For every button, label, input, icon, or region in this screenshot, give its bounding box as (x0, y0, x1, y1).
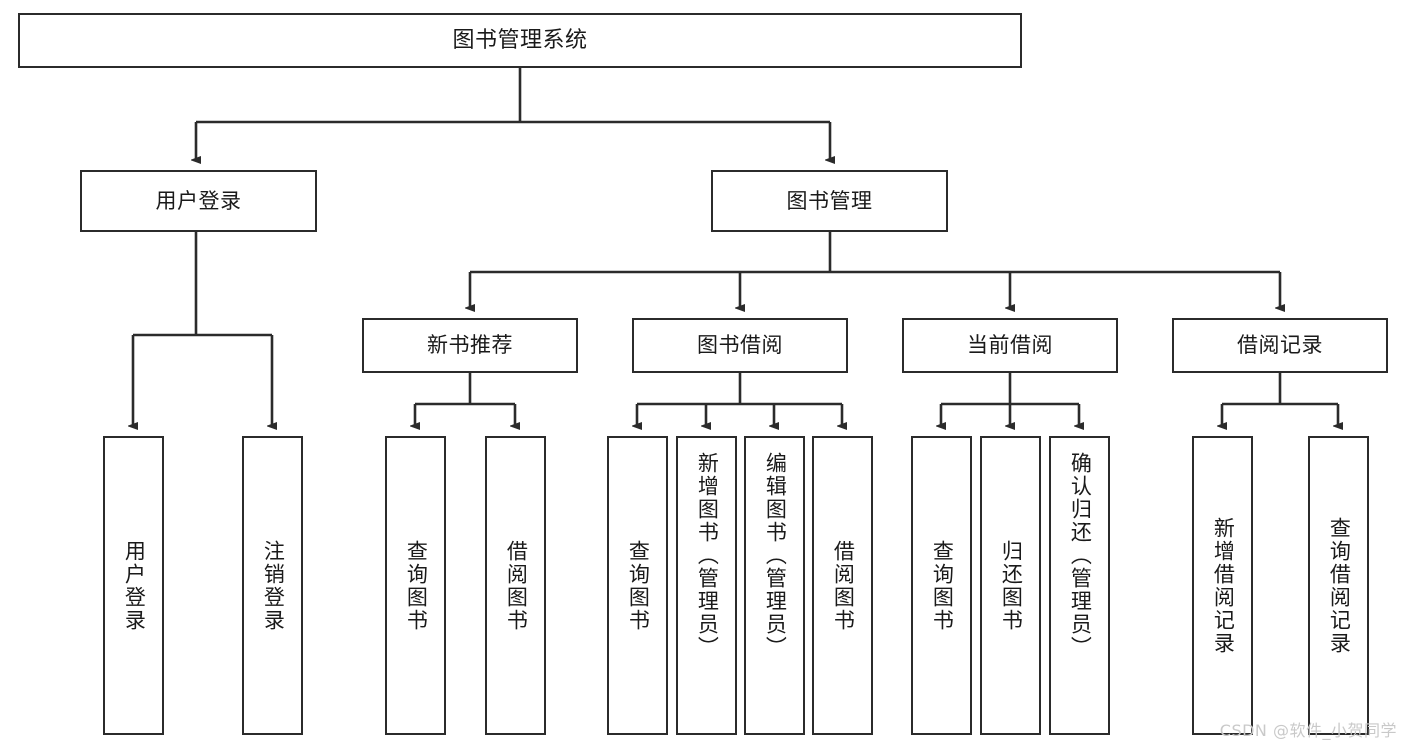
node-leaf-borrow-book-2[interactable]: 借阅图书 (812, 436, 873, 735)
node-label: 查询图书 (930, 539, 955, 632)
node-label: 查询借阅记录 (1327, 516, 1352, 655)
node-leaf-user-login[interactable]: 用户登录 (103, 436, 164, 735)
node-label: 新增图书（管理员） (695, 452, 720, 659)
node-leaf-query-book-1[interactable]: 查询图书 (385, 436, 446, 735)
node-label: 查询图书 (626, 539, 651, 632)
node-label: 用户登录 (122, 539, 147, 632)
node-leaf-confirm-return[interactable]: 确认归还（管理员） (1049, 436, 1110, 735)
node-label: 编辑图书（管理员） (763, 452, 788, 659)
node-label: 图书管理 (786, 188, 873, 213)
node-leaf-return-book[interactable]: 归还图书 (980, 436, 1041, 735)
node-leaf-query-record[interactable]: 查询借阅记录 (1308, 436, 1369, 735)
node-leaf-query-book-3[interactable]: 查询图书 (911, 436, 972, 735)
node-borrow-record[interactable]: 借阅记录 (1172, 318, 1388, 373)
node-label: 图书管理系统 (452, 27, 588, 53)
node-label: 借阅图书 (831, 539, 856, 632)
node-label: 借阅记录 (1237, 333, 1323, 358)
node-label: 借阅图书 (504, 539, 529, 632)
node-current-borrow[interactable]: 当前借阅 (902, 318, 1118, 373)
node-leaf-query-book-2[interactable]: 查询图书 (607, 436, 668, 735)
node-leaf-add-record[interactable]: 新增借阅记录 (1192, 436, 1253, 735)
node-new-book-rec[interactable]: 新书推荐 (362, 318, 578, 373)
node-leaf-edit-book[interactable]: 编辑图书（管理员） (744, 436, 805, 735)
node-user-login[interactable]: 用户登录 (80, 170, 317, 232)
node-leaf-borrow-book-1[interactable]: 借阅图书 (485, 436, 546, 735)
node-label: 查询图书 (404, 539, 429, 632)
node-leaf-add-book[interactable]: 新增图书（管理员） (676, 436, 737, 735)
node-book-borrow[interactable]: 图书借阅 (632, 318, 848, 373)
node-leaf-user-logout[interactable]: 注销登录 (242, 436, 303, 735)
node-label: 确认归还（管理员） (1068, 452, 1093, 659)
node-label: 注销登录 (261, 539, 286, 632)
node-label: 归还图书 (999, 539, 1024, 632)
node-root-system[interactable]: 图书管理系统 (18, 13, 1022, 68)
node-book-manage[interactable]: 图书管理 (711, 170, 948, 232)
node-label: 新书推荐 (427, 333, 513, 358)
csdn-watermark: CSDN @软件_小贺同学 (1219, 721, 1397, 740)
node-label: 新增借阅记录 (1211, 516, 1236, 655)
node-label: 当前借阅 (967, 333, 1053, 358)
node-label: 图书借阅 (697, 333, 783, 358)
node-label: 用户登录 (155, 188, 242, 213)
